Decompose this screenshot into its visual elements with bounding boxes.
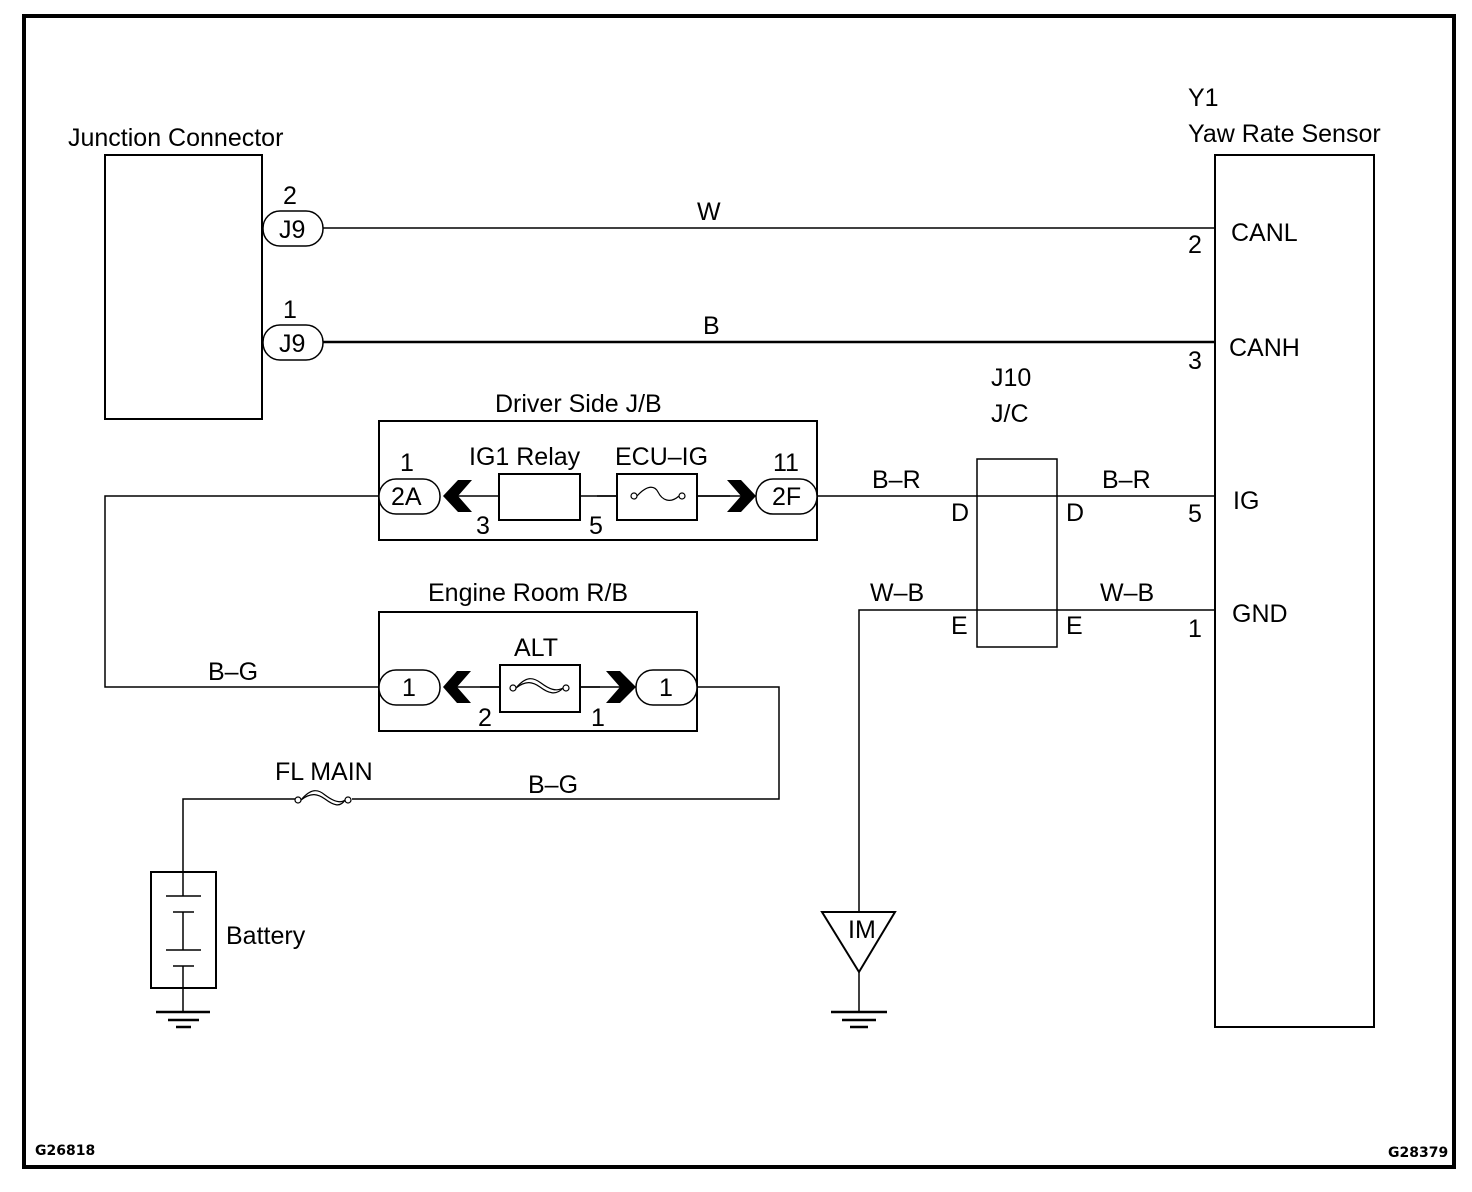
jc-connector-j9-bottom-label: J9 <box>279 330 305 358</box>
junction-connector-title: Junction Connector <box>68 124 283 152</box>
j10-pin-d-left: D <box>951 499 969 527</box>
diagram-frame <box>22 14 1456 1169</box>
yaw-rate-sensor-title: Yaw Rate Sensor <box>1188 120 1381 148</box>
ground-icon <box>156 1010 210 1029</box>
dsjb-connector-2f-label: 2F <box>772 483 801 511</box>
engine-room-rb-box <box>378 611 698 732</box>
driver-side-jb-title: Driver Side J/B <box>495 390 662 418</box>
junction-connector: Junction Connector 2 J9 1 J9 <box>68 124 324 420</box>
errb-connector-right-label: 1 <box>659 674 673 702</box>
j10-box <box>976 458 1058 648</box>
j10-pin-e-left: E <box>951 612 968 640</box>
chevron-right-icon <box>606 671 636 703</box>
wire-bg-upper <box>104 495 379 688</box>
wire-bg-lower <box>352 686 780 800</box>
ysr-pin-1: 1 <box>1188 615 1202 643</box>
battery-icon <box>166 872 201 1012</box>
wire-bg-upper-color: B–G <box>208 658 258 686</box>
fuse-icon <box>597 486 730 501</box>
ysr-pin-5: 5 <box>1188 500 1202 528</box>
figure-id-right: G28379 <box>1388 1145 1448 1161</box>
j10-junction: J10 J/C D D E E <box>951 364 1084 648</box>
relay-pin-5: 5 <box>589 512 603 540</box>
j10-pin-e-right: E <box>1066 612 1083 640</box>
fl-main-label: FL MAIN <box>275 758 373 786</box>
ground-point-label: IM <box>848 916 876 944</box>
ysr-terminal-gnd: GND <box>1232 600 1288 628</box>
dsjb-connector-2a-label: 2A <box>391 483 422 511</box>
engine-room-rb: Engine Room R/B 1 ALT 2 1 1 <box>378 579 698 732</box>
j10-code: J10 <box>991 364 1031 392</box>
jc-pin-1: 1 <box>283 296 297 324</box>
jc-pin-2: 2 <box>283 182 297 210</box>
alt-pin-2: 2 <box>478 704 492 732</box>
ig1-relay-label: IG1 Relay <box>469 443 581 471</box>
relay-pin-3: 3 <box>476 512 490 540</box>
ground-point-triangle <box>820 911 897 974</box>
yaw-rate-sensor-code: Y1 <box>1188 84 1219 112</box>
battery-label: Battery <box>226 922 306 950</box>
yaw-rate-sensor-box <box>1214 154 1375 1028</box>
wire-canl-color: W <box>697 198 721 226</box>
chevron-right-icon <box>727 480 756 512</box>
errb-connector-left <box>378 669 441 706</box>
fl-main-fusible-link-icon <box>294 790 352 806</box>
errb-connector-left-label: 1 <box>402 674 416 702</box>
wire-battery-positive <box>182 798 295 872</box>
alt-fuse-label: ALT <box>514 634 558 662</box>
figure-id-left: G26818 <box>35 1143 95 1159</box>
dsjb-right-pin: 11 <box>773 449 799 477</box>
wire-bg-lower-color: B–G <box>528 771 578 799</box>
engine-room-rb-title: Engine Room R/B <box>428 579 628 607</box>
wire-ig-right-color: B–R <box>1102 466 1151 494</box>
yaw-rate-sensor: Y1 Yaw Rate Sensor 2 CANL 3 CANH 5 IG 1 … <box>1188 84 1381 1028</box>
driver-side-jb-box <box>378 420 818 541</box>
ysr-terminal-canh: CANH <box>1229 334 1300 362</box>
j10-pin-d-right: D <box>1066 499 1084 527</box>
ysr-pin-2: 2 <box>1188 231 1202 259</box>
ecu-ig-fuse-label: ECU–IG <box>615 443 708 471</box>
wire-gnd-left <box>858 609 977 911</box>
ig1-relay-box <box>498 473 581 521</box>
dsjb-left-pin: 1 <box>400 449 414 477</box>
jc-connector-j9-top-label: J9 <box>279 216 305 244</box>
ysr-pin-3: 3 <box>1188 347 1202 375</box>
ysr-terminal-canl: CANL <box>1231 219 1298 247</box>
driver-side-jb: Driver Side J/B 1 2A IG1 Relay 3 5 ECU–I… <box>378 390 818 541</box>
fusible-link-icon <box>480 678 600 694</box>
j10-type: J/C <box>991 400 1029 428</box>
alt-pin-1: 1 <box>591 704 605 732</box>
wire-gnd-left-color: W–B <box>870 579 924 607</box>
wire-ig-left-color: B–R <box>872 466 921 494</box>
wire-canh-color: B <box>703 312 720 340</box>
battery: Battery <box>150 871 306 1029</box>
chevron-left-icon <box>443 480 472 512</box>
ground-icon <box>831 1010 887 1029</box>
junction-connector-box <box>104 154 263 420</box>
ysr-terminal-ig: IG <box>1233 487 1259 515</box>
wire-gnd-right-color: W–B <box>1100 579 1154 607</box>
ground-point-im: IM <box>820 911 897 1029</box>
